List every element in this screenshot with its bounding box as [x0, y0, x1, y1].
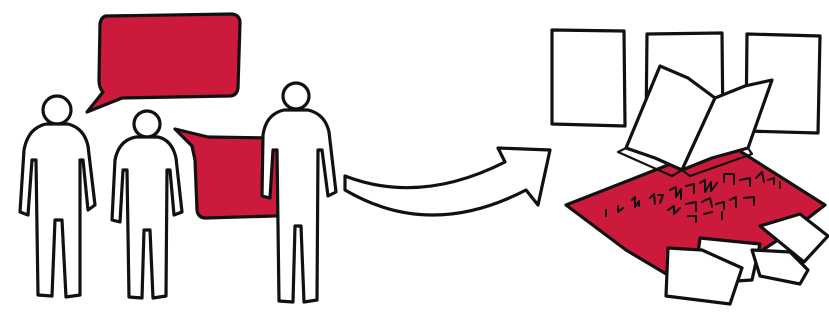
person-right-head	[283, 83, 309, 109]
posted-sheet-1	[552, 30, 625, 126]
conversation-group	[20, 14, 336, 302]
person-left-body	[20, 124, 95, 297]
person-middle-body	[112, 137, 182, 298]
speech-bubble-large	[87, 14, 240, 112]
person-left	[20, 96, 95, 297]
person-left-head	[43, 96, 71, 124]
documents-group	[552, 30, 828, 304]
arrow-right-icon	[345, 148, 550, 215]
person-middle	[112, 111, 182, 298]
person-middle-head	[134, 111, 160, 137]
